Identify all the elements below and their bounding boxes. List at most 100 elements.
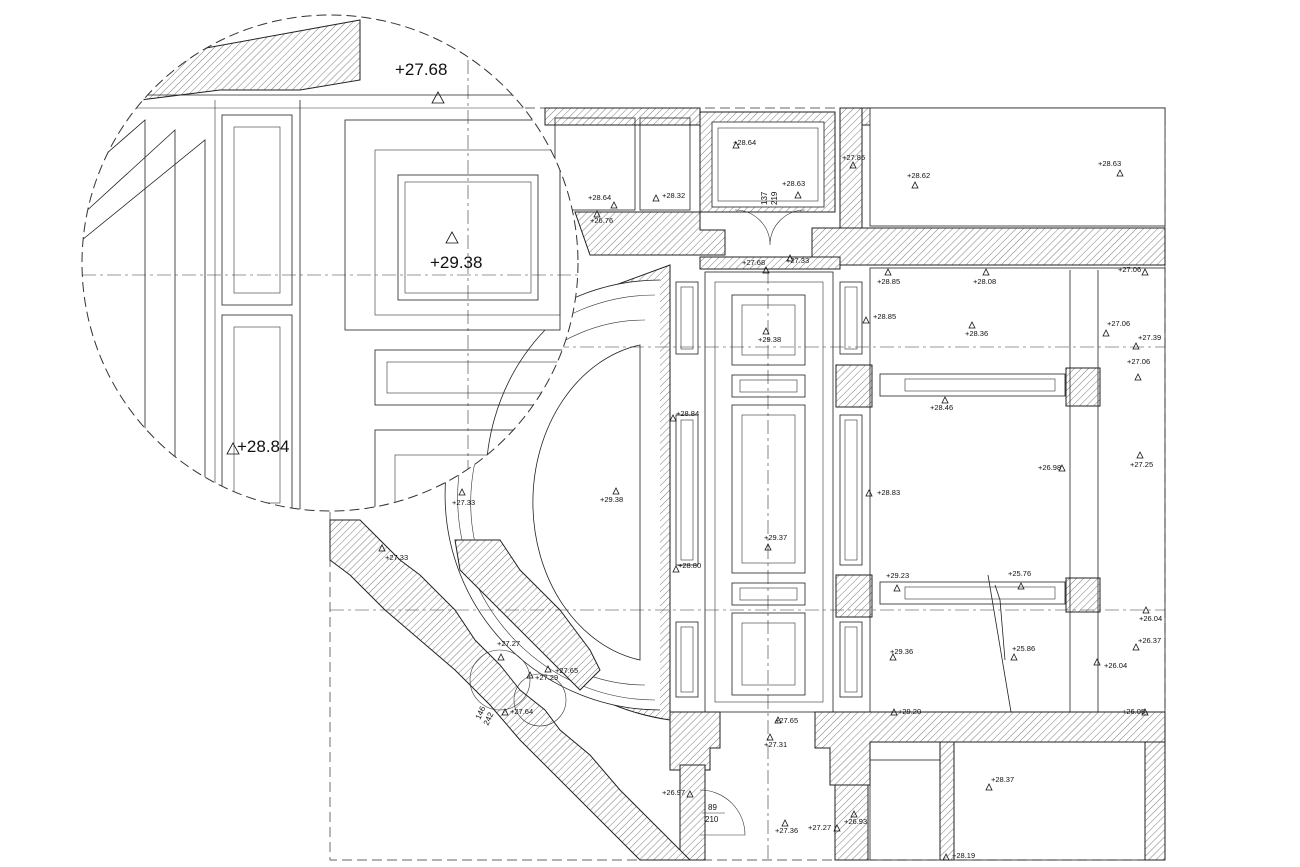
nave-panel-2 xyxy=(731,374,806,398)
level-label: +27.29 xyxy=(535,673,558,682)
level-label: +28.36 xyxy=(965,329,988,338)
level-marker-icon xyxy=(1010,653,1018,661)
wall-corridor-r xyxy=(834,784,869,861)
level-marker-icon xyxy=(833,824,841,832)
wall-lower-far xyxy=(1144,741,1166,861)
magnifier-lens: +27.68 +29.38 +28.84 xyxy=(81,14,579,512)
level-label: +28.32 xyxy=(662,191,685,200)
level-label: +28.62 xyxy=(907,171,930,180)
level-label: +27.64 xyxy=(510,707,533,716)
wall-band-upper-right xyxy=(811,227,1166,266)
wall-top xyxy=(544,107,701,126)
level-label: +29.38 xyxy=(758,335,781,344)
level-marker-icon xyxy=(1102,329,1110,337)
room-lower-mid xyxy=(869,759,941,861)
level-label: +26.04 xyxy=(1139,614,1162,623)
level-marker-icon xyxy=(850,810,858,818)
level-marker-icon xyxy=(786,254,794,262)
level-label: +26.98 xyxy=(1038,463,1061,472)
nave-panel-2-in xyxy=(739,379,798,393)
room-lower-right xyxy=(953,741,1155,861)
nave-inner xyxy=(714,281,824,703)
level-marker-icon xyxy=(686,790,694,798)
nave-panel-1-in xyxy=(741,304,796,356)
level-label: +28.84 xyxy=(676,409,699,418)
level-label: +27.39 xyxy=(1138,333,1161,342)
door-swing-left-1 xyxy=(469,649,531,711)
room-top-3-inner xyxy=(717,127,819,202)
level-label: +29.23 xyxy=(886,571,909,580)
level-marker-icon xyxy=(884,268,892,276)
level-label: +26.93 xyxy=(844,817,867,826)
level-label: +28.85 xyxy=(873,312,896,321)
wall-lower xyxy=(669,711,721,771)
level-label: +26.05 xyxy=(1122,707,1145,716)
room-top-3 xyxy=(711,121,825,208)
level-marker-icon xyxy=(1134,373,1142,381)
strip-right-3-in xyxy=(844,626,858,693)
level-marker-icon xyxy=(893,584,901,592)
level-marker-icon xyxy=(911,181,919,189)
dim-door-top-b: 219 xyxy=(770,191,779,205)
nave-panel-3 xyxy=(731,404,806,574)
level-label: +28.63 xyxy=(1098,159,1121,168)
level-label: +27.33 xyxy=(452,498,475,507)
strip-left-2 xyxy=(675,414,699,566)
level-label: +28.64 xyxy=(588,193,611,202)
level-marker-icon xyxy=(1093,658,1101,666)
level-marker-icon xyxy=(378,544,386,552)
main-plan xyxy=(329,107,1166,861)
level-marker-icon xyxy=(1058,464,1066,472)
lens-panel-inner xyxy=(397,174,539,301)
wall-col-top xyxy=(839,107,863,234)
lens-level-marker-top xyxy=(431,91,445,104)
level-marker-icon xyxy=(1136,451,1144,459)
hall-apse-ring-4 xyxy=(532,344,641,661)
level-marker-icon xyxy=(1141,268,1149,276)
beam-1-in xyxy=(904,378,1056,392)
strip-left-3 xyxy=(675,621,699,698)
level-label: +29.36 xyxy=(890,647,913,656)
nave-panel-5 xyxy=(731,612,806,696)
strip-right-2-in xyxy=(844,419,858,561)
wall-corridor-l xyxy=(679,764,706,861)
level-label: +29.37 xyxy=(764,533,787,542)
strip-right-1-in xyxy=(844,286,858,350)
level-marker-icon xyxy=(942,853,950,861)
level-label: +28.64 xyxy=(733,138,756,147)
strip-left-3-in xyxy=(680,626,694,693)
level-marker-icon xyxy=(1141,708,1149,716)
level-marker-icon xyxy=(612,487,620,495)
level-marker-icon xyxy=(865,489,873,497)
level-label: +28.85 xyxy=(877,277,900,286)
level-marker-icon xyxy=(985,783,993,791)
level-label: +27.36 xyxy=(775,826,798,835)
wall-diagonal xyxy=(329,519,692,861)
level-label: +27.27 xyxy=(497,639,520,648)
level-marker-icon xyxy=(1132,643,1140,651)
level-label: +26.04 xyxy=(1104,661,1127,670)
pier-3 xyxy=(1065,367,1101,407)
level-label: +27.33 xyxy=(385,553,408,562)
wall-band-upper xyxy=(574,211,726,256)
wall-lower-right xyxy=(939,741,955,861)
level-label: +27.31 xyxy=(764,740,787,749)
level-label: +26.97 xyxy=(662,788,685,797)
level-marker-icon xyxy=(544,665,552,673)
pier-2 xyxy=(835,574,873,618)
strip-left-1 xyxy=(675,281,699,355)
nave-outer xyxy=(704,271,834,713)
crack-line xyxy=(987,574,1013,719)
level-label: +28.19 xyxy=(952,851,975,860)
nave-panel-4-in xyxy=(739,587,798,601)
level-label: +28.80 xyxy=(678,561,701,570)
magnifier-outline xyxy=(81,14,579,512)
lens-level-center: +29.38 xyxy=(430,253,482,272)
strip-left-2-in xyxy=(680,419,694,561)
nave-panel-5-in xyxy=(741,622,796,686)
level-marker-icon xyxy=(672,565,680,573)
level-label: +28.08 xyxy=(973,277,996,286)
dim-door-bottom-a: 89 xyxy=(708,803,717,812)
level-marker-icon xyxy=(890,708,898,716)
